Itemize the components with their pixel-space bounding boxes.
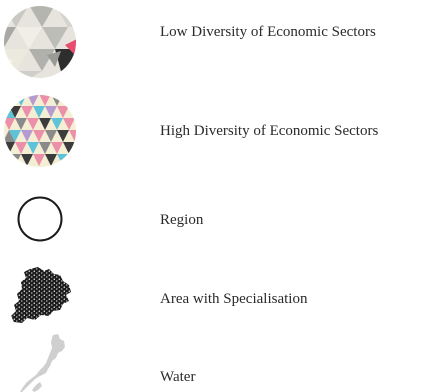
low-diversity-triangle-pattern-icon	[4, 6, 76, 78]
region-circle-icon	[17, 196, 63, 242]
legend-label-region: Region	[160, 212, 204, 228]
legend-label-specialisation: Area with Specialisation	[160, 291, 308, 307]
high-diversity-triangle-pattern-icon	[4, 95, 76, 167]
legend-label-low-diversity: Low Diversity of Economic Sectors	[160, 24, 376, 40]
water-shape-icon	[20, 334, 65, 392]
legend-label-high-diversity: High Diversity of Economic Sectors	[160, 123, 379, 139]
specialisation-area-blob-icon	[11, 267, 71, 323]
legend-label-water: Water	[160, 369, 196, 385]
